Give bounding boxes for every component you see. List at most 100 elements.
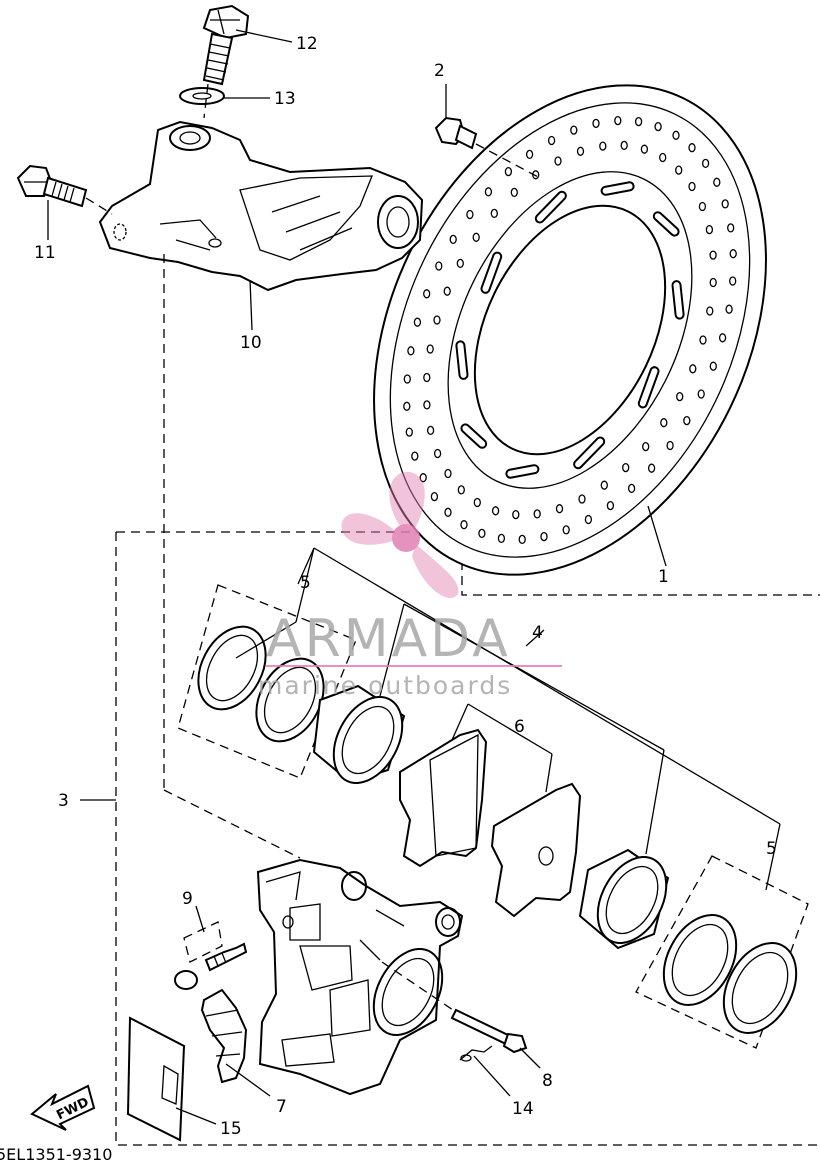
callout-12: 10 [240, 333, 262, 353]
drill-hole [640, 144, 649, 154]
drill-hole [600, 480, 608, 490]
drill-hole [449, 234, 457, 245]
drill-hole [444, 507, 452, 517]
drill-hole [443, 286, 451, 296]
drill-hole [403, 401, 411, 411]
cooling-slot [602, 183, 633, 194]
callout-7: 7 [276, 1097, 287, 1117]
drill-hole [697, 389, 705, 399]
drill-hole [622, 462, 630, 473]
drill-hole [570, 125, 578, 135]
callout-6: 6 [514, 717, 525, 737]
drill-hole [642, 441, 650, 452]
drill-hole [562, 525, 570, 535]
drill-hole [433, 448, 442, 459]
leader-lines [47, 29, 781, 1125]
drill-hole [411, 451, 419, 461]
pad-pin-8 [450, 1008, 528, 1054]
drill-hole [473, 497, 481, 508]
piston-seals-right [635, 855, 809, 1049]
drill-hole [620, 140, 628, 151]
drill-hole [460, 520, 468, 530]
drill-hole [423, 289, 431, 299]
brake-pad-left [399, 728, 488, 868]
drill-hole [709, 361, 717, 371]
drill-hole [403, 374, 411, 384]
drill-hole [413, 317, 422, 327]
drill-hole [709, 277, 717, 288]
drill-hole [627, 483, 636, 494]
drill-hole [713, 177, 721, 187]
drill-hole [457, 485, 465, 495]
drill-hole [718, 333, 727, 343]
drill-hole [405, 427, 413, 437]
washer-15 [179, 87, 225, 105]
drill-hole [491, 506, 500, 516]
bolt-13 [16, 164, 88, 208]
cooling-slot [673, 282, 683, 318]
drill-hole [547, 135, 556, 146]
callout-labels: 12 13 2 11 10 1 3 5 4 6 5 9 7 8 14 15 [34, 34, 777, 1139]
drill-hole [435, 261, 443, 271]
drill-hole [706, 306, 714, 316]
part-code: 5EL1351-9310 [0, 1145, 112, 1162]
drill-hole [689, 364, 697, 374]
callout-9: 14 [512, 1099, 534, 1119]
drill-hole [729, 276, 737, 286]
callout-2: 2 [434, 61, 445, 81]
drill-hole [472, 232, 480, 242]
callout-11: 15 [220, 1119, 242, 1139]
drill-hole [599, 141, 607, 151]
drill-hole [497, 533, 506, 544]
drill-hole [490, 208, 498, 219]
cooling-slot [575, 438, 604, 468]
cooling-slot [654, 213, 678, 235]
drill-hole [555, 504, 564, 514]
drill-hole [721, 199, 729, 209]
drill-hole [466, 209, 474, 220]
drill-hole [647, 463, 656, 473]
propeller-logo-icon [341, 471, 459, 598]
callout-13: 11 [34, 243, 56, 263]
pad-spring-7 [200, 988, 248, 1084]
piston-left [312, 684, 406, 784]
drill-hole [484, 187, 493, 197]
drill-hole [426, 344, 434, 354]
drill-hole [504, 166, 513, 177]
drill-hole [729, 249, 737, 259]
callout-5-right: 5 [766, 839, 777, 859]
drill-hole [423, 372, 431, 383]
drill-hole [554, 156, 562, 166]
drill-hole [423, 400, 431, 410]
drill-hole [660, 418, 668, 428]
drill-hole [709, 250, 717, 260]
drill-hole [444, 468, 452, 479]
drill-hole [654, 121, 662, 132]
piston-right [578, 848, 670, 950]
drill-hole [688, 143, 696, 153]
drill-hole [614, 115, 622, 126]
drill-hole [426, 425, 435, 436]
callout-1: 1 [658, 567, 669, 587]
drill-hole [510, 187, 518, 198]
callout-8: 8 [542, 1071, 553, 1091]
drill-hole [518, 534, 526, 545]
drill-hole [727, 223, 735, 233]
fwd-arrow-icon: FWD [30, 1084, 96, 1131]
disc-drill-holes [403, 115, 737, 545]
drill-hole [576, 146, 585, 156]
drill-hole [683, 415, 691, 426]
caliper-body [256, 858, 464, 1096]
drill-hole [540, 531, 548, 542]
drill-hole [676, 391, 684, 402]
drill-hole [512, 509, 520, 520]
bolt-2 [434, 116, 478, 150]
cooling-slot [507, 466, 538, 477]
drill-hole [699, 335, 707, 345]
bolt-14 [202, 4, 250, 86]
drill-hole [666, 440, 674, 451]
caliper-bracket [98, 120, 424, 292]
disc-cooling-slots [455, 181, 685, 479]
drill-hole [675, 165, 683, 175]
